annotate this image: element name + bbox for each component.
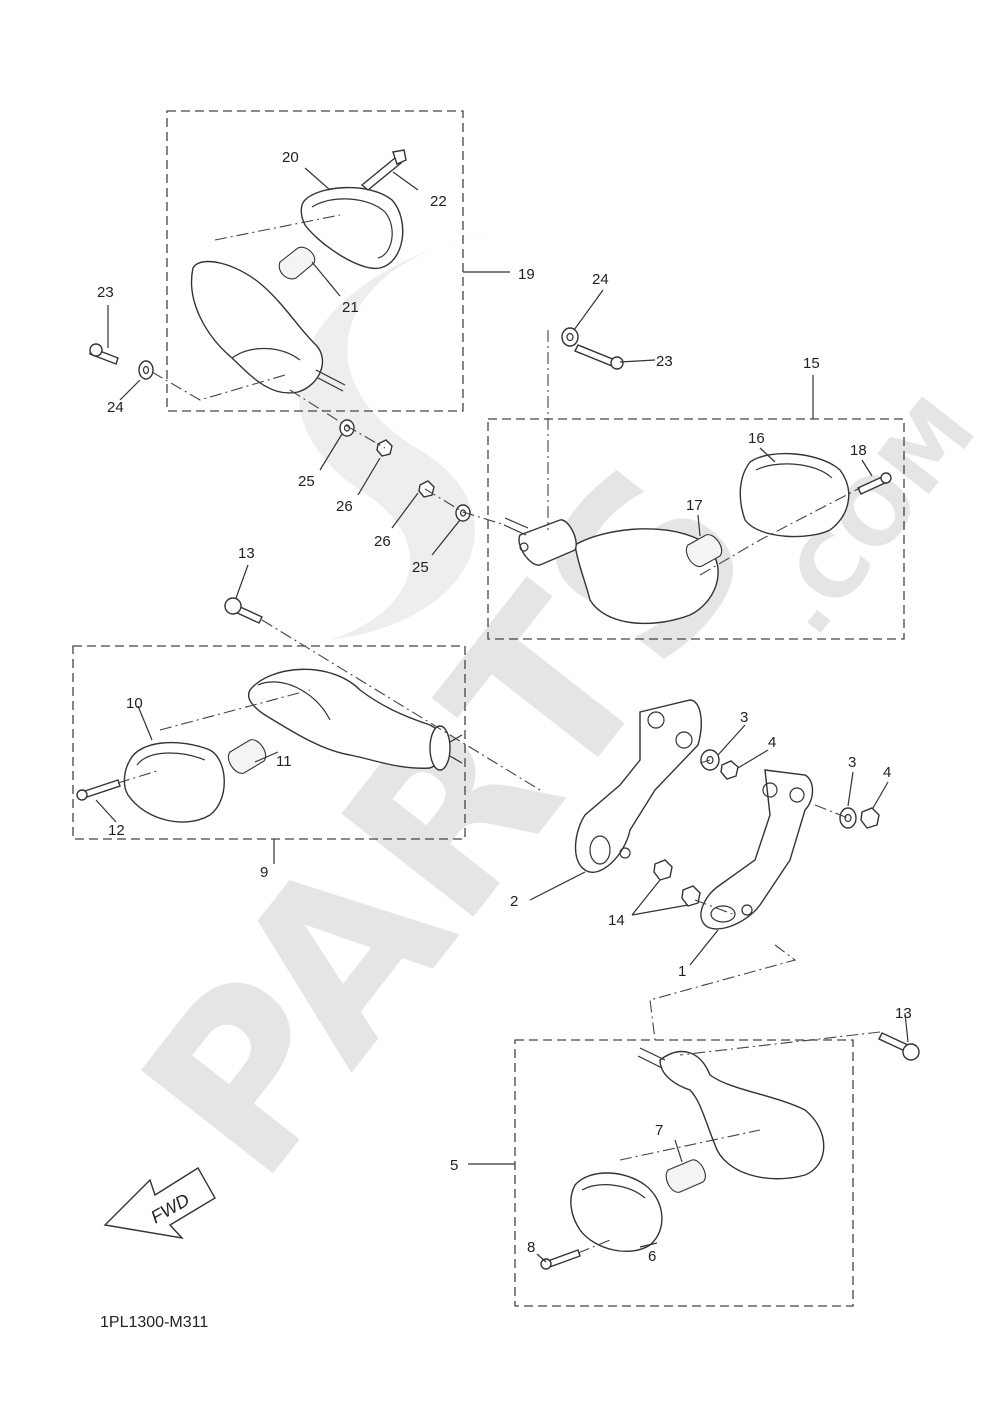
nut-14-a [653, 859, 673, 881]
callout-23-right: 23 [656, 353, 673, 370]
nut-26-mid [418, 480, 435, 498]
lens-16 [739, 452, 850, 538]
lamp-assembly-9 [76, 597, 541, 823]
screw-12 [81, 779, 121, 799]
lamp-body-19 [190, 260, 324, 394]
bulb-11 [227, 739, 267, 774]
bracket-1 [700, 769, 814, 930]
bulb-21 [278, 246, 316, 280]
lamp-assembly-15 [418, 327, 892, 625]
bulb-7 [665, 1159, 706, 1193]
callout-3-mid: 3 [740, 709, 748, 726]
callout-19: 19 [518, 266, 535, 283]
lamp-body-5 [659, 1050, 825, 1180]
lamp-body-9 [247, 668, 446, 769]
callout-24-left: 24 [107, 399, 124, 416]
callout-6: 6 [648, 1248, 656, 1265]
callout-5: 5 [450, 1157, 458, 1174]
callout-18: 18 [850, 442, 867, 459]
group-box-9 [72, 645, 466, 840]
washer-25-mid [455, 504, 471, 522]
callout-4-right: 4 [883, 764, 891, 781]
fwd-arrow-icon: FWD [103, 1167, 216, 1240]
screw-23-right [574, 344, 616, 367]
callout-25-mid: 25 [412, 559, 429, 576]
group-box-15 [487, 418, 905, 640]
callout-11: 11 [276, 753, 292, 770]
washer-3-right [839, 807, 857, 829]
lens-6 [570, 1172, 663, 1252]
callout-4-mid: 4 [768, 734, 776, 751]
callout-24-right: 24 [592, 271, 609, 288]
callout-15: 15 [803, 355, 820, 372]
lamp-assembly-19 [89, 149, 407, 457]
callout-7: 7 [655, 1122, 663, 1139]
nut-4-mid [720, 760, 739, 780]
callout-26-top: 26 [336, 498, 353, 515]
washer-25-top [339, 419, 355, 437]
lamp-assembly-5 [540, 1031, 920, 1270]
callout-14: 14 [608, 912, 625, 929]
callout-13-bottom: 13 [895, 1005, 912, 1022]
callout-13-top: 13 [238, 545, 255, 562]
callout-9: 9 [260, 864, 268, 881]
callout-12: 12 [108, 822, 125, 839]
callout-23-left: 23 [97, 284, 114, 301]
callout-8: 8 [527, 1239, 535, 1256]
screw-22 [360, 157, 403, 191]
nut-4-right [860, 807, 880, 829]
callout-26-mid: 26 [374, 533, 391, 550]
watermark: PARTS .COM [93, 230, 996, 1224]
callout-16: 16 [748, 430, 765, 447]
lens-10 [123, 741, 225, 823]
watermark-logo-s [298, 230, 500, 640]
washer-24-right [561, 327, 579, 347]
callout-17: 17 [686, 497, 703, 514]
callout-20: 20 [282, 149, 299, 166]
nut-14-b [681, 885, 701, 907]
callout-2: 2 [510, 893, 518, 910]
callout-10: 10 [126, 695, 143, 712]
lens-20 [300, 186, 404, 270]
callout-22: 22 [430, 193, 447, 210]
lamp-body-15 [574, 528, 719, 625]
leader-lines [95, 167, 909, 1263]
group-box-5 [514, 1039, 854, 1307]
bracket-assembly [574, 699, 880, 1041]
callout-25-top: 25 [298, 473, 315, 490]
diagram-code: 1PL1300-M311 [100, 1314, 208, 1331]
callout-1: 1 [678, 963, 686, 980]
bracket-2 [574, 699, 702, 873]
callout-labels: 20 22 19 21 23 24 24 23 15 16 18 17 25 2… [97, 149, 912, 1265]
callout-3-right: 3 [848, 754, 856, 771]
bulb-17 [685, 534, 723, 568]
group-box-19 [166, 110, 464, 412]
washer-24-left [138, 360, 154, 380]
callout-21: 21 [342, 299, 359, 316]
